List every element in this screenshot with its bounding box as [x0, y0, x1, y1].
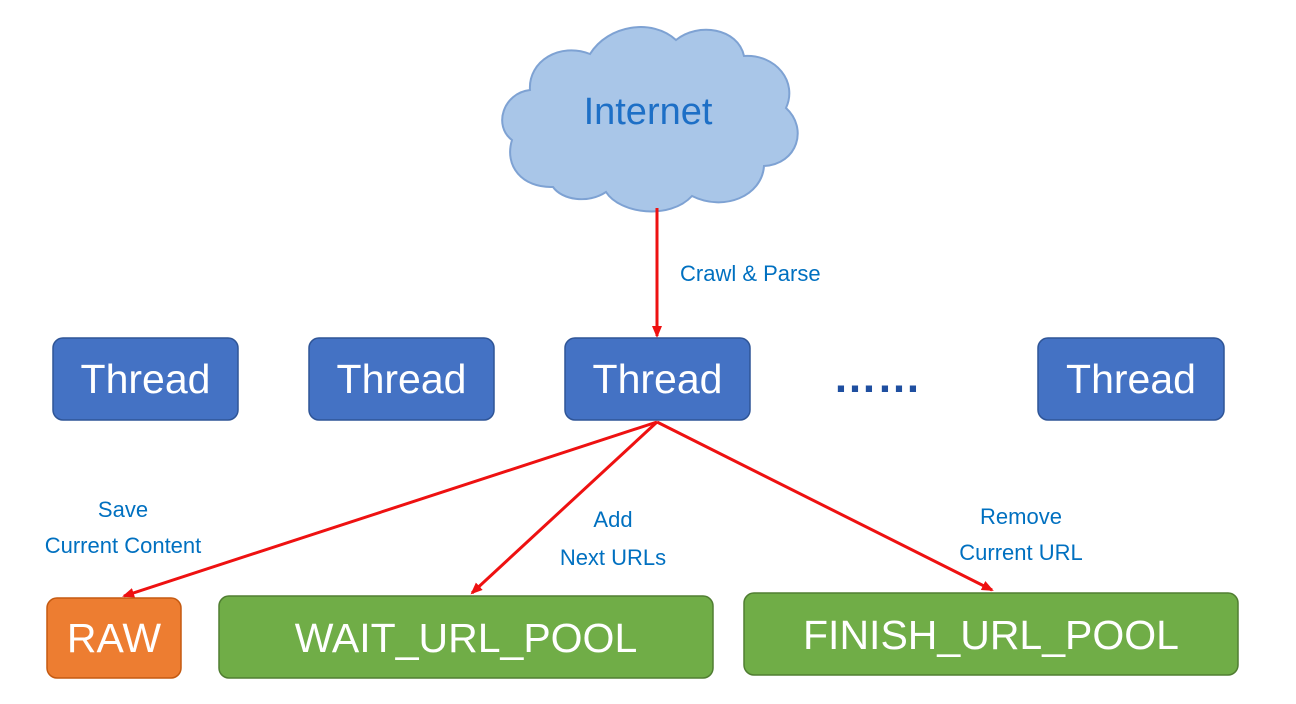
save-label-line1: Save [98, 497, 148, 522]
cloud-icon [501, 26, 799, 213]
thread-label: Thread [1066, 356, 1196, 402]
save-arrow [122, 420, 658, 598]
raw-box: RAW [46, 597, 182, 679]
thread-box: Thread [1037, 337, 1225, 421]
raw-label: RAW [67, 615, 161, 661]
save-label-line2: Current Content [45, 533, 202, 558]
finish-url-pool-box: FINISH_URL_POOL [743, 592, 1239, 676]
thread-label: Thread [337, 356, 467, 402]
thread-box: Thread [564, 337, 751, 421]
ellipsis-label: …… [833, 353, 921, 402]
finish-url-pool-label: FINISH_URL_POOL [803, 612, 1179, 658]
add-arrow [470, 420, 659, 595]
remove-arrow [656, 420, 994, 592]
internet-label: Internet [584, 91, 713, 133]
crawl-parse-label: Crawl & Parse [680, 261, 821, 286]
thread-box: Thread [52, 337, 239, 421]
internet-node: Internet [501, 26, 799, 213]
remove-label-line2: Current URL [959, 540, 1082, 565]
thread-label: Thread [81, 356, 211, 402]
wait-url-pool-box: WAIT_URL_POOL [218, 595, 714, 679]
add-label-line1: Add [593, 507, 632, 532]
thread-box: Thread [308, 337, 495, 421]
remove-label-line1: Remove [980, 504, 1062, 529]
wait-url-pool-label: WAIT_URL_POOL [295, 615, 638, 661]
thread-label: Thread [593, 356, 723, 402]
add-label-line2: Next URLs [560, 545, 666, 570]
